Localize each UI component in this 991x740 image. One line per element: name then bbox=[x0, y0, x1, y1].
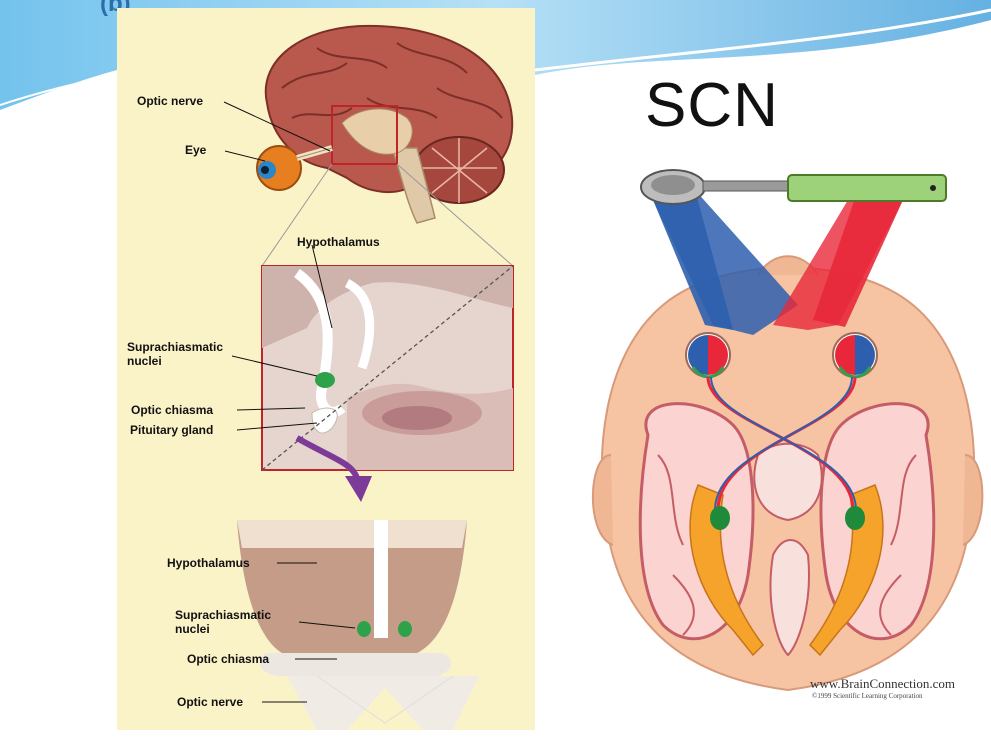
hypothalamus-anatomy-diagram: Optic nerve Eye Hypothalamus Suprachiasm… bbox=[117, 8, 535, 730]
credit-copyright: ©1999 Scientific Learning Corporation bbox=[812, 692, 923, 700]
credit-site: www.BrainConnection.com bbox=[810, 676, 955, 692]
label-pituitary-gland: Pituitary gland bbox=[130, 423, 213, 437]
label-optic-chiasma-mid: Optic chiasma bbox=[131, 403, 213, 417]
label-hypothalamus-bottom: Hypothalamus bbox=[167, 556, 250, 570]
visual-pathway-diagram bbox=[583, 155, 991, 715]
visual-pathway-illustration bbox=[583, 155, 991, 715]
label-scn-mid: Suprachiasmatic nuclei bbox=[127, 340, 223, 368]
label-hypothalamus-mid: Hypothalamus bbox=[297, 235, 380, 249]
credit-site-text: www.BrainConnection.com bbox=[810, 676, 955, 691]
label-optic-nerve-top: Optic nerve bbox=[137, 94, 203, 108]
scn-title: SCN bbox=[645, 70, 779, 141]
brain-sagittal-image bbox=[257, 26, 512, 223]
label-optic-nerve-bottom: Optic nerve bbox=[177, 695, 243, 709]
scn-schematic-image bbox=[237, 520, 479, 730]
label-eye: Eye bbox=[185, 143, 206, 157]
label-scn-bottom: Suprachiasmatic nuclei bbox=[175, 608, 271, 636]
label-optic-chiasma-bottom: Optic chiasma bbox=[187, 652, 269, 666]
